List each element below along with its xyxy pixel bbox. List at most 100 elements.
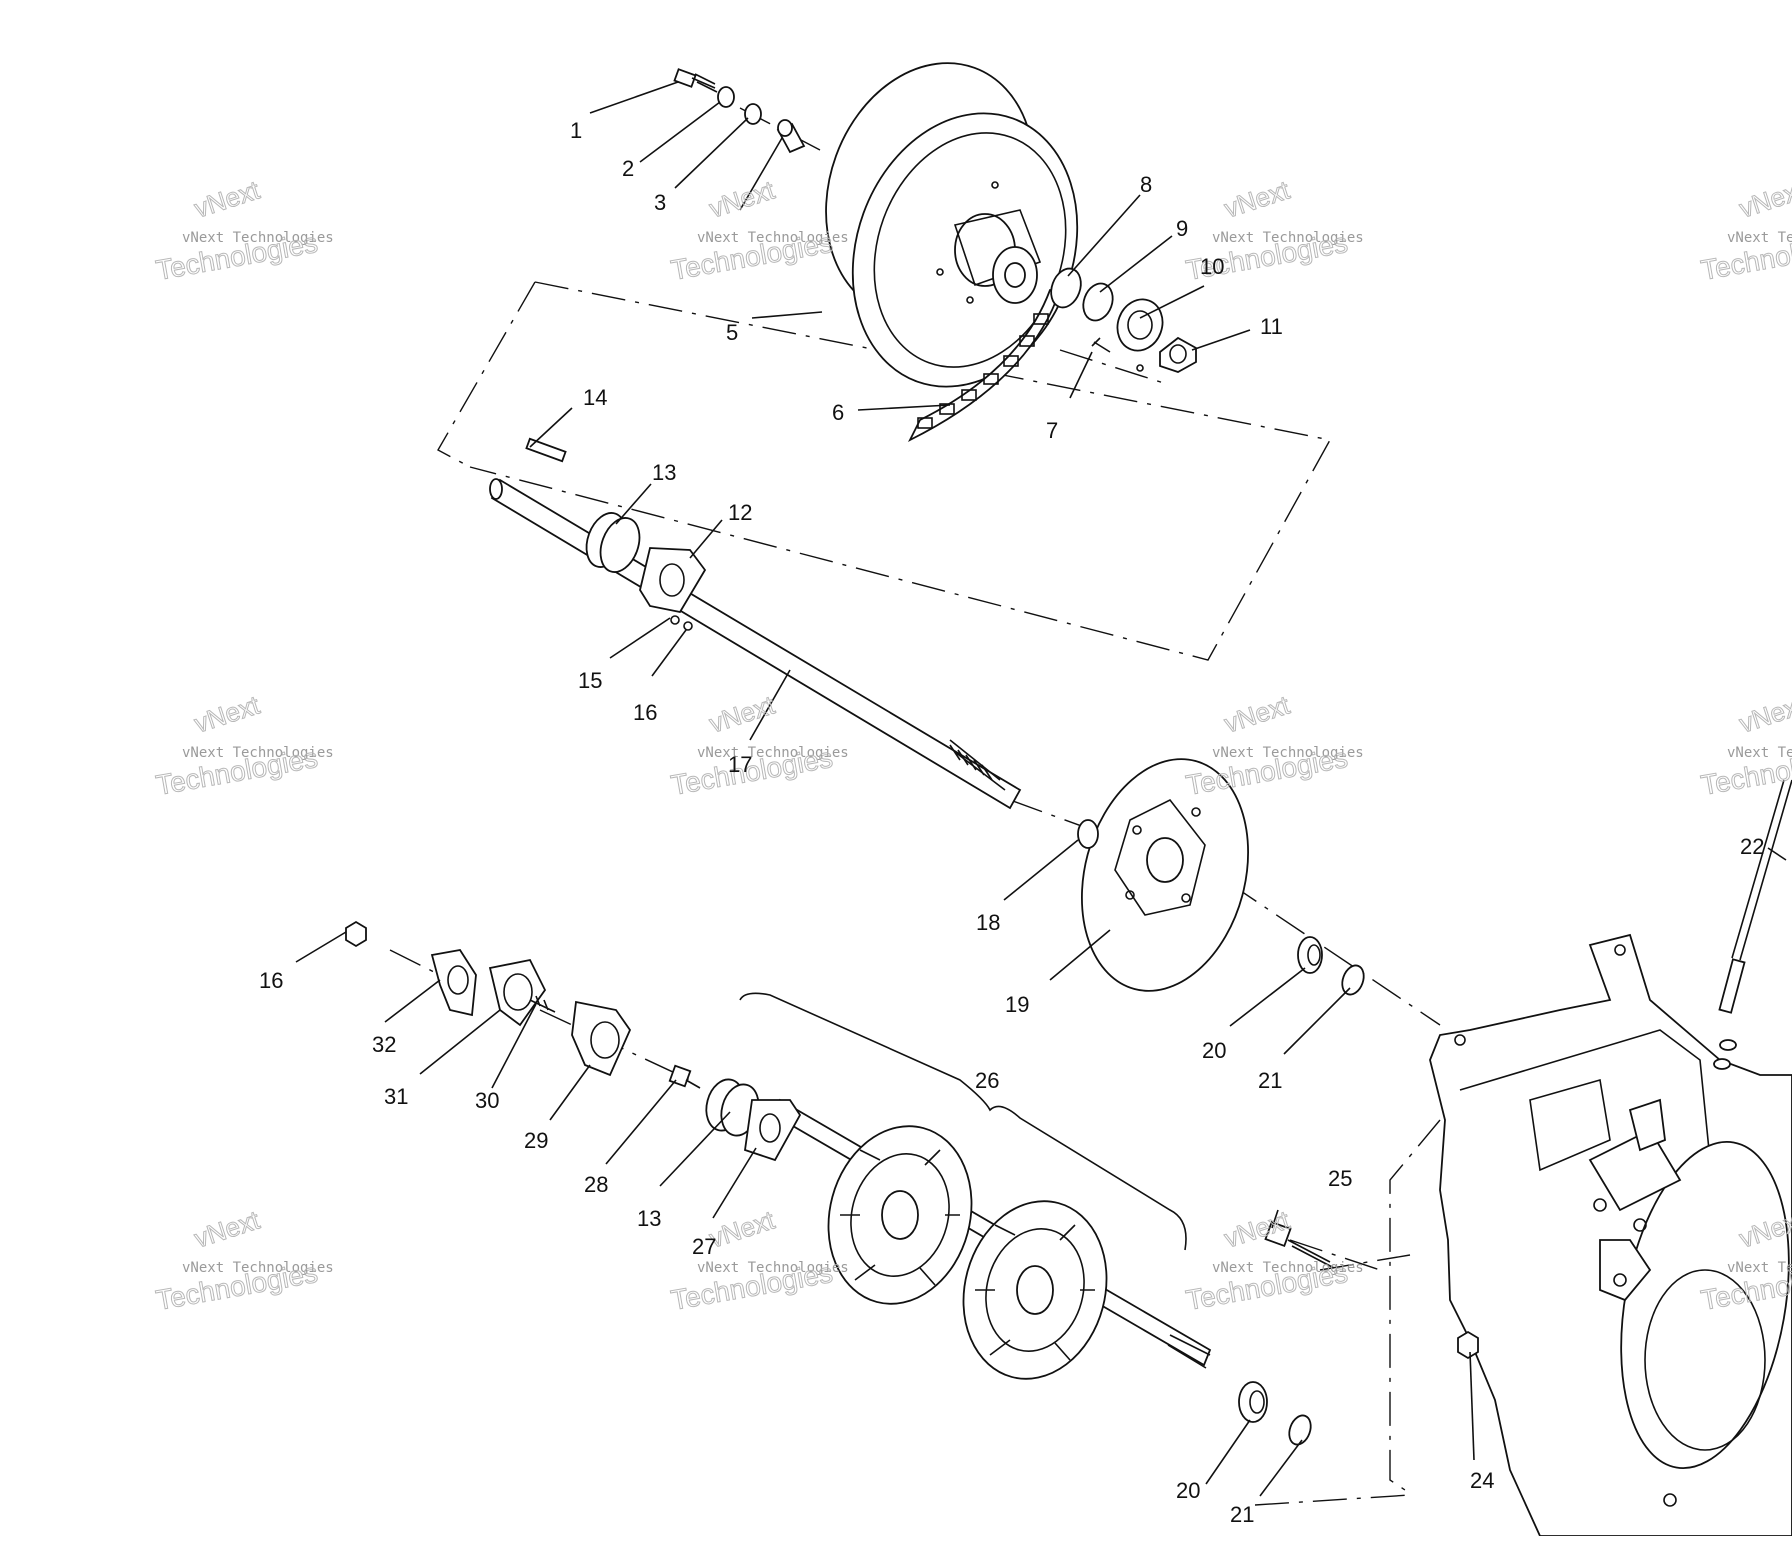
gasket-31 [488, 958, 547, 1027]
flange-12-upper [639, 547, 707, 614]
oring-22a [1719, 1039, 1737, 1051]
oring-21-lower [1288, 1414, 1312, 1446]
watermark-line1: vNext [1736, 174, 1792, 223]
callout-22: 22 [1740, 834, 1764, 859]
callout-27: 27 [692, 1234, 716, 1259]
screw-7 [1091, 337, 1111, 353]
callout-12: 12 [728, 500, 752, 525]
callout-5: 5 [726, 320, 738, 345]
callout-13: 13 [652, 460, 676, 485]
watermark-line1: vNext [1221, 689, 1294, 738]
callout-21-upper: 21 [1258, 1068, 1282, 1093]
bearing-13-lower [705, 1078, 760, 1137]
callout-29: 29 [524, 1128, 548, 1153]
bearing-20-lower [1238, 1381, 1268, 1423]
oring-22b [1713, 1058, 1731, 1070]
callout-18: 18 [976, 910, 1000, 935]
callout-20-lower: 20 [1176, 1478, 1200, 1503]
callout-8: 8 [1140, 172, 1152, 197]
watermark-line2: vNext Technologies [1212, 230, 1364, 246]
watermark-line2: vNext Technologies [182, 1260, 334, 1276]
callout-16: 16 [633, 700, 657, 725]
callout-14: 14 [583, 385, 607, 410]
spacer [776, 119, 806, 154]
centre-lines [389, 107, 1441, 1506]
flange-27 [744, 1099, 802, 1162]
screw-30 [529, 995, 556, 1013]
watermark-line2: vNext Technologies [697, 230, 849, 246]
bolt-25 [1264, 1220, 1335, 1269]
washer-15 [670, 615, 680, 625]
callout-13-lower: 13 [637, 1206, 661, 1231]
driven-disc [1081, 758, 1249, 992]
watermark-line1: vNext [706, 689, 779, 738]
flange-29 [571, 1000, 632, 1077]
watermark-line2: vNext Technologies [1727, 230, 1792, 246]
bearing-20-upper [1297, 936, 1323, 974]
bearing-13-upper [585, 512, 641, 573]
sprocket-left [827, 1125, 973, 1305]
nut-16-upper [683, 621, 693, 631]
watermark-line1: vNext [191, 689, 264, 738]
watermark-line1: vNext [706, 174, 779, 223]
callout-labels: 1 2 3 5 6 7 8 9 10 11 14 13 12 15 16 17 … [259, 118, 1764, 1527]
watermark-line1: vNext [1221, 1204, 1294, 1253]
sprocket-right [962, 1200, 1108, 1380]
callout-21-lower: 21 [1230, 1502, 1254, 1527]
watermark-line2: vNext Technologies [182, 230, 334, 246]
callout-6: 6 [832, 400, 844, 425]
watermark-line2: vNext Technologies [1212, 1260, 1364, 1276]
bracket-26 [739, 992, 1187, 1251]
callout-25: 25 [1328, 1166, 1352, 1191]
assembly-boundary-lower [1389, 1119, 1441, 1491]
bolt-1 [673, 68, 718, 93]
belt-teeth [917, 313, 1049, 429]
callout-20-upper: 20 [1202, 1038, 1226, 1063]
nut-16-lower [345, 920, 367, 948]
callout-17: 17 [728, 752, 752, 777]
washer-9 [1082, 282, 1114, 322]
flange-32 [430, 949, 477, 1017]
leader-lines [295, 81, 1787, 1497]
drive-pulley [825, 62, 1079, 388]
bolt-28 [668, 1064, 701, 1089]
callout-15: 15 [578, 668, 602, 693]
callout-19: 19 [1005, 992, 1029, 1017]
callout-24: 24 [1470, 1468, 1494, 1493]
callout-30: 30 [475, 1088, 499, 1113]
dipstick-22 [1718, 779, 1792, 1014]
watermark-line2: vNext Technologies [697, 1260, 849, 1276]
washer-3 [744, 103, 762, 125]
callout-26: 26 [975, 1068, 999, 1093]
drive-belt [907, 289, 1062, 443]
washer-2 [717, 86, 735, 108]
watermark-line1: vNext [1221, 174, 1294, 223]
watermark-line2: vNext Technologies [697, 745, 849, 761]
callout-3: 3 [654, 190, 666, 215]
watermark-line1: vNext [1736, 689, 1792, 738]
watermark-line2: vNext Technologies [1727, 1260, 1792, 1276]
callout-16-lower: 16 [259, 968, 283, 993]
watermark-line2: vNext Technologies [1212, 745, 1364, 761]
callout-10: 10 [1200, 254, 1224, 279]
watermark-line2: vNext Technologies [1727, 745, 1792, 761]
callout-7: 7 [1046, 418, 1058, 443]
callout-1: 1 [570, 118, 582, 143]
watermark-line1: vNext [191, 174, 264, 223]
nut-24 [1457, 1330, 1479, 1360]
callout-32: 32 [372, 1032, 396, 1057]
callout-11: 11 [1260, 314, 1283, 339]
chaincase-housing [1429, 933, 1792, 1537]
watermark-line2: vNext Technologies [182, 745, 334, 761]
washer-8 [1050, 267, 1082, 309]
plate-10 [1116, 298, 1164, 352]
snap-ring-18 [1077, 819, 1099, 849]
watermark-line1: vNext [191, 1204, 264, 1253]
key-14 [525, 437, 567, 463]
callout-28: 28 [584, 1172, 608, 1197]
callout-9: 9 [1176, 216, 1188, 241]
nut-11 [1159, 336, 1197, 373]
callout-2: 2 [622, 156, 634, 181]
